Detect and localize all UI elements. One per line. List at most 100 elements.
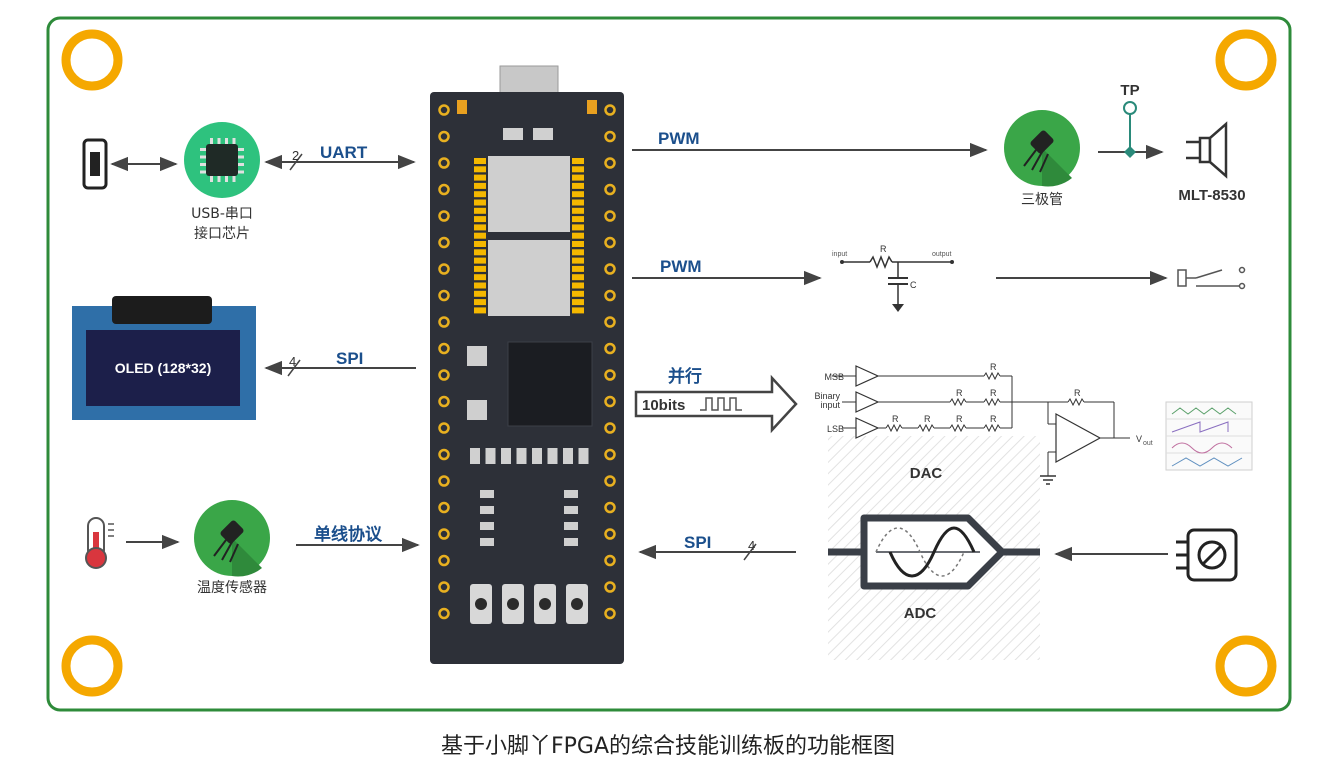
push-button-cap bbox=[507, 598, 519, 610]
dac-r-label: R bbox=[990, 388, 997, 398]
ic-pad bbox=[474, 224, 486, 231]
led bbox=[516, 448, 527, 464]
chip-leg bbox=[225, 176, 228, 182]
rc-input-label: input bbox=[832, 251, 847, 258]
dac-msb-label: MSB bbox=[824, 372, 844, 382]
ic-pad bbox=[572, 182, 584, 189]
ic-pad bbox=[474, 299, 486, 306]
pin-hole bbox=[438, 183, 450, 196]
push-button-cap bbox=[571, 598, 583, 610]
led bbox=[501, 448, 511, 464]
pin-hole bbox=[438, 422, 450, 434]
pin-hole bbox=[438, 369, 450, 381]
chip-leg bbox=[217, 176, 221, 182]
chip-leg bbox=[238, 163, 244, 166]
pin-hole bbox=[438, 395, 450, 408]
ic-pad bbox=[474, 274, 486, 281]
smd-part bbox=[564, 490, 578, 498]
dac-r-label: R bbox=[1074, 388, 1081, 398]
mounting-hole-icon bbox=[61, 29, 123, 91]
dac-r-label: R bbox=[990, 414, 997, 424]
ic-pad bbox=[474, 307, 486, 314]
oled-display-icon bbox=[72, 296, 256, 420]
ic-pad bbox=[474, 241, 486, 247]
uart-bus-width: 2 bbox=[292, 148, 299, 163]
pin-hole bbox=[604, 183, 616, 196]
ic-pad bbox=[572, 174, 584, 181]
ic-pad bbox=[474, 232, 486, 239]
adc-icon bbox=[828, 514, 1040, 590]
ic-pad bbox=[572, 299, 584, 306]
pin-hole bbox=[604, 395, 616, 408]
pin-hole bbox=[604, 210, 616, 222]
chip-leg bbox=[238, 148, 244, 151]
spi-oled-bus-width: 4 bbox=[289, 354, 296, 369]
ic-pad bbox=[572, 166, 584, 173]
ic-pad bbox=[474, 182, 486, 189]
smd-part bbox=[480, 538, 494, 546]
dac-r-label: R bbox=[956, 414, 963, 424]
transistor-label: 三极管 bbox=[1021, 192, 1063, 208]
chip-leg bbox=[210, 138, 213, 144]
pin-hole bbox=[604, 130, 616, 143]
pwm-top-label: PWM bbox=[658, 129, 700, 148]
pin-hole bbox=[604, 501, 616, 514]
bits-label: 10bits bbox=[642, 397, 685, 414]
ic-pad bbox=[572, 232, 584, 239]
ic-pad bbox=[572, 224, 584, 231]
ic-pad bbox=[474, 265, 486, 272]
dac-circuit-icon bbox=[832, 365, 1130, 485]
dac-r-label: R bbox=[924, 414, 931, 424]
ic-pad bbox=[474, 166, 486, 173]
pin-hole bbox=[604, 554, 616, 567]
uart-bus-slash bbox=[289, 153, 303, 171]
led bbox=[470, 448, 480, 464]
ic-pad bbox=[572, 199, 584, 206]
pin-hole bbox=[604, 236, 616, 249]
ic-pad bbox=[572, 191, 584, 198]
transistor-icon bbox=[194, 500, 270, 577]
ic-pad bbox=[474, 290, 486, 297]
ic-pad bbox=[474, 199, 486, 206]
ic-pad bbox=[572, 307, 584, 314]
pin-hole bbox=[604, 157, 616, 169]
pin-hole bbox=[438, 263, 450, 275]
ic-pad bbox=[572, 265, 584, 272]
pin-hole bbox=[604, 369, 616, 381]
dac-r-label: R bbox=[990, 362, 997, 372]
smd-part bbox=[480, 490, 494, 498]
pin-hole bbox=[604, 528, 616, 540]
ic-pad bbox=[572, 274, 584, 281]
smd-part bbox=[564, 506, 578, 514]
transistor-icon bbox=[1004, 110, 1080, 187]
ic-pad bbox=[474, 191, 486, 198]
chip-leg bbox=[225, 138, 228, 144]
tp-label: TP bbox=[1120, 82, 1139, 99]
ic-pad bbox=[474, 257, 486, 264]
chip-leg bbox=[232, 176, 236, 182]
mounting-hole-icon bbox=[1215, 635, 1277, 697]
ic-pad bbox=[474, 207, 486, 214]
pin-hole bbox=[438, 289, 450, 302]
ic-pad bbox=[572, 282, 584, 289]
ic-pad bbox=[474, 249, 486, 256]
pin-hole bbox=[438, 316, 450, 328]
pin-hole bbox=[438, 210, 450, 222]
pwm-mid-label: PWM bbox=[660, 257, 702, 276]
temp-sensor-label: 温度传感器 bbox=[197, 579, 267, 596]
oled-label: OLED (128*32) bbox=[115, 360, 211, 376]
smd-part bbox=[564, 522, 578, 530]
chip-leg bbox=[210, 176, 213, 182]
thermometer-icon bbox=[85, 517, 114, 569]
chip-leg bbox=[238, 155, 244, 159]
ic-pad bbox=[474, 282, 486, 289]
speaker-icon bbox=[1186, 121, 1228, 179]
dac-lsb-label: LSB bbox=[827, 424, 844, 434]
one-wire-label: 单线协议 bbox=[314, 524, 383, 544]
figure-caption: 基于小脚丫FPGA的综合技能训练板的功能框图 bbox=[440, 734, 896, 759]
micro-usb-icon bbox=[82, 138, 108, 190]
rc-filter-icon bbox=[840, 254, 954, 312]
chip-leg bbox=[217, 138, 221, 144]
pin-hole bbox=[438, 607, 450, 620]
